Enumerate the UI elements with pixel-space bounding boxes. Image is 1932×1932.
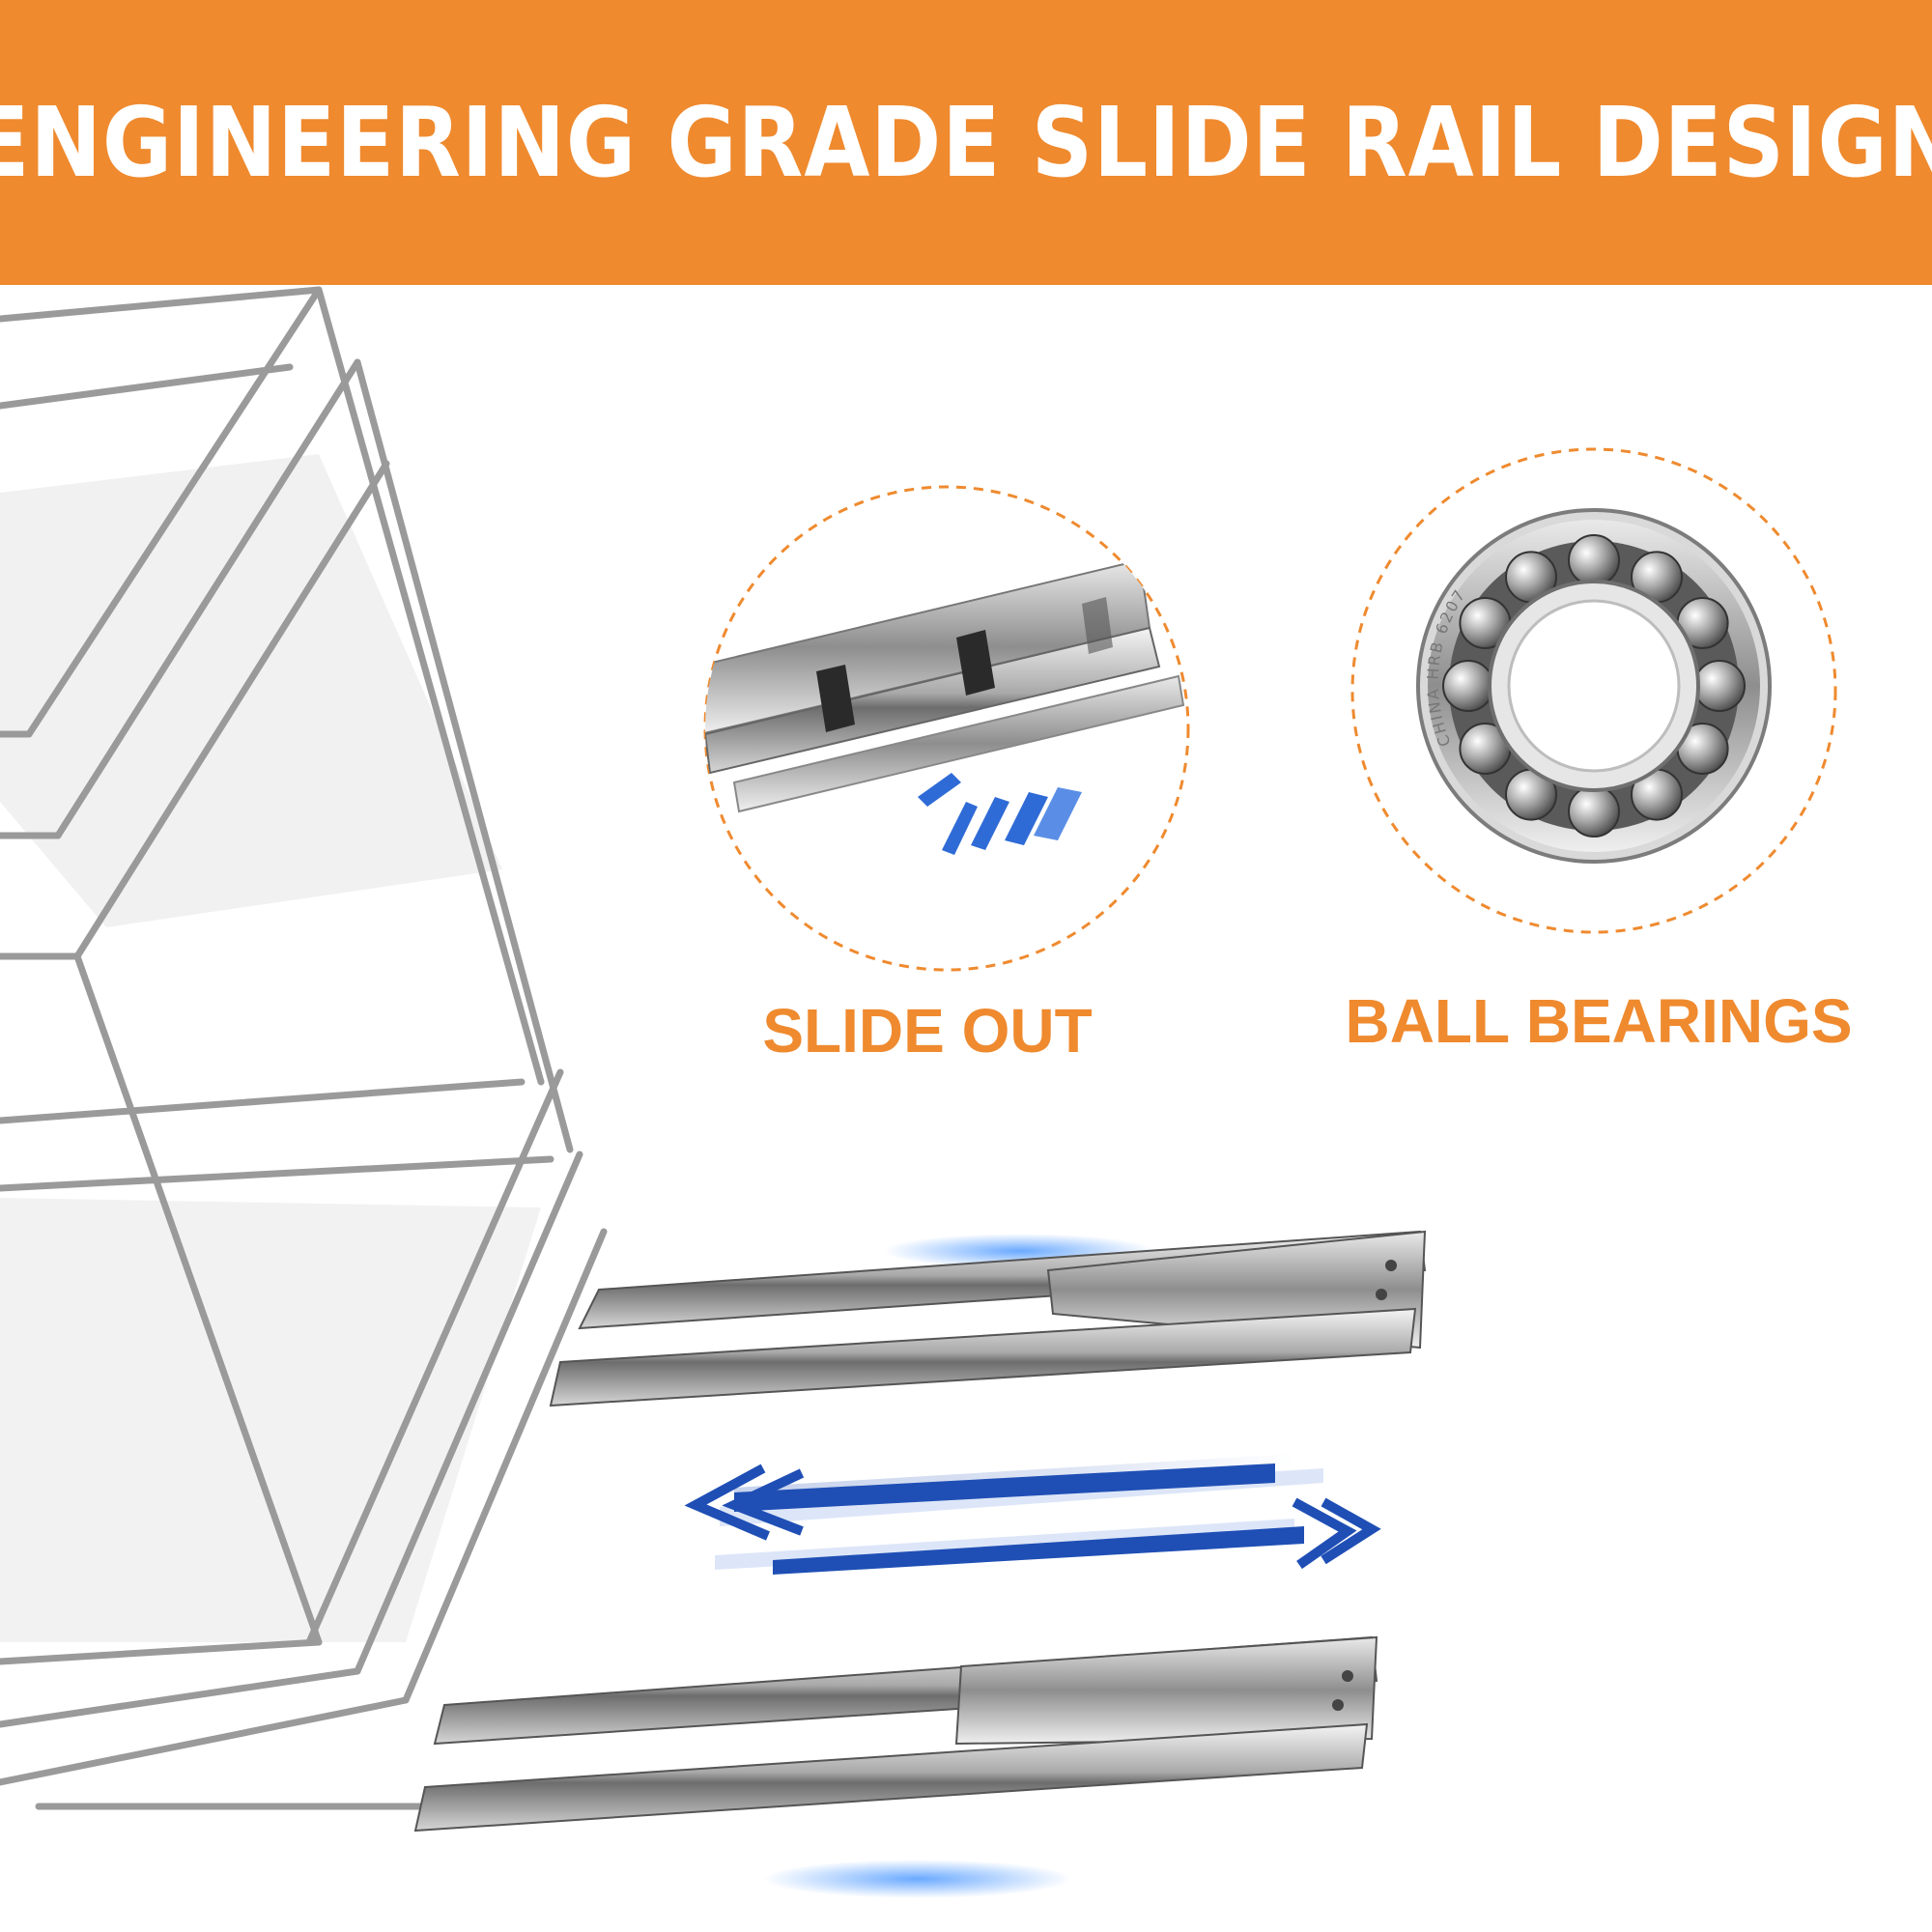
feature-label-ball-bearings: BALL BEARINGS [1345, 986, 1853, 1056]
slide-rail-closeup-icon [705, 558, 1185, 813]
bearing-ball [1568, 785, 1620, 838]
product-illustration: CHINA HRB 6207 [0, 286, 1837, 1898]
double-arrow-icon [684, 1454, 1381, 1575]
slide-out-detail [703, 485, 1190, 972]
ball-bearing-detail: CHINA HRB 6207 [1350, 447, 1837, 934]
feature-label-slide-out: SLIDE OUT [762, 996, 1093, 1065]
bearing-ball [1568, 534, 1620, 586]
upper-slide-rail [549, 1230, 1427, 1407]
banner-title: ENGINEERING GRADE SLIDE RAIL DESIGN [0, 86, 1932, 199]
bearing-ball [1693, 660, 1746, 712]
slide-direction-chevrons-icon [918, 773, 1082, 855]
bearing-ball [1442, 660, 1494, 712]
wire-basket [0, 286, 608, 1810]
ball-bearing-icon: CHINA HRB 6207 [1416, 508, 1772, 864]
lower-slide-rail [413, 1635, 1378, 1898]
header-banner: ENGINEERING GRADE SLIDE RAIL DESIGN [0, 0, 1932, 285]
